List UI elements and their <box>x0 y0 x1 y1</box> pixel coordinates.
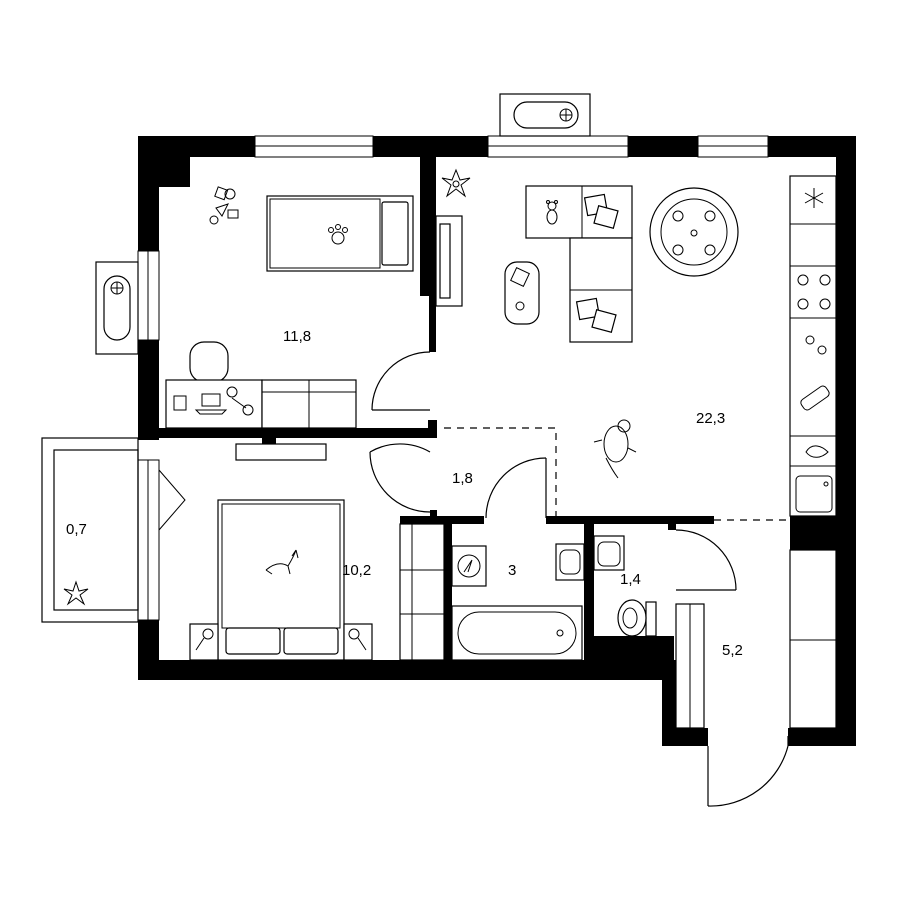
windows <box>137 135 769 621</box>
balcony <box>41 437 186 623</box>
plant-icon <box>441 168 471 198</box>
bedroom-2-furniture <box>189 443 445 661</box>
hallway-furniture <box>675 549 837 807</box>
cat-icon <box>265 549 299 575</box>
area-label-corridor: 1,8 <box>452 470 473 487</box>
sink-icon <box>593 535 625 571</box>
area-labels: 11,8 22,3 1,8 0,7 10,2 3 1,4 5,2 <box>66 328 743 659</box>
area-label-living-kitchen: 22,3 <box>696 410 725 427</box>
area-label-balcony: 0,7 <box>66 521 87 538</box>
dog-icon <box>593 419 637 479</box>
area-label-bathroom: 3 <box>508 562 516 579</box>
snowflake-icon <box>804 188 824 208</box>
washing-machine-icon <box>451 545 487 587</box>
sink-icon <box>555 543 585 581</box>
area-label-bedroom-2: 10,2 <box>342 562 371 579</box>
ac-unit-left <box>95 261 139 355</box>
area-label-bedroom-1: 11,8 <box>283 328 311 345</box>
sink-icon <box>795 475 833 513</box>
plant-icon <box>63 580 89 606</box>
desk-lamp-icon <box>226 386 254 416</box>
living-kitchen-furniture <box>441 168 837 517</box>
teddy-bear-icon <box>546 200 558 225</box>
tv-icon <box>435 215 463 307</box>
stove-icon <box>797 274 831 310</box>
toilet-icon <box>617 599 657 637</box>
bedroom-1-furniture <box>165 186 463 429</box>
dining-table-icon <box>649 187 739 277</box>
wc-furniture <box>593 529 737 637</box>
corridor <box>369 427 790 521</box>
tv-icon <box>235 443 327 461</box>
bathroom-furniture <box>451 543 585 661</box>
area-label-wc: 1,4 <box>620 571 641 588</box>
area-label-hallway: 5,2 <box>722 642 743 659</box>
bathtub-icon <box>451 605 583 661</box>
toy-pile-icon <box>209 186 239 225</box>
laptop-icon <box>194 393 228 415</box>
paw-rug-icon <box>328 224 348 245</box>
ac-unit-top <box>499 93 591 137</box>
